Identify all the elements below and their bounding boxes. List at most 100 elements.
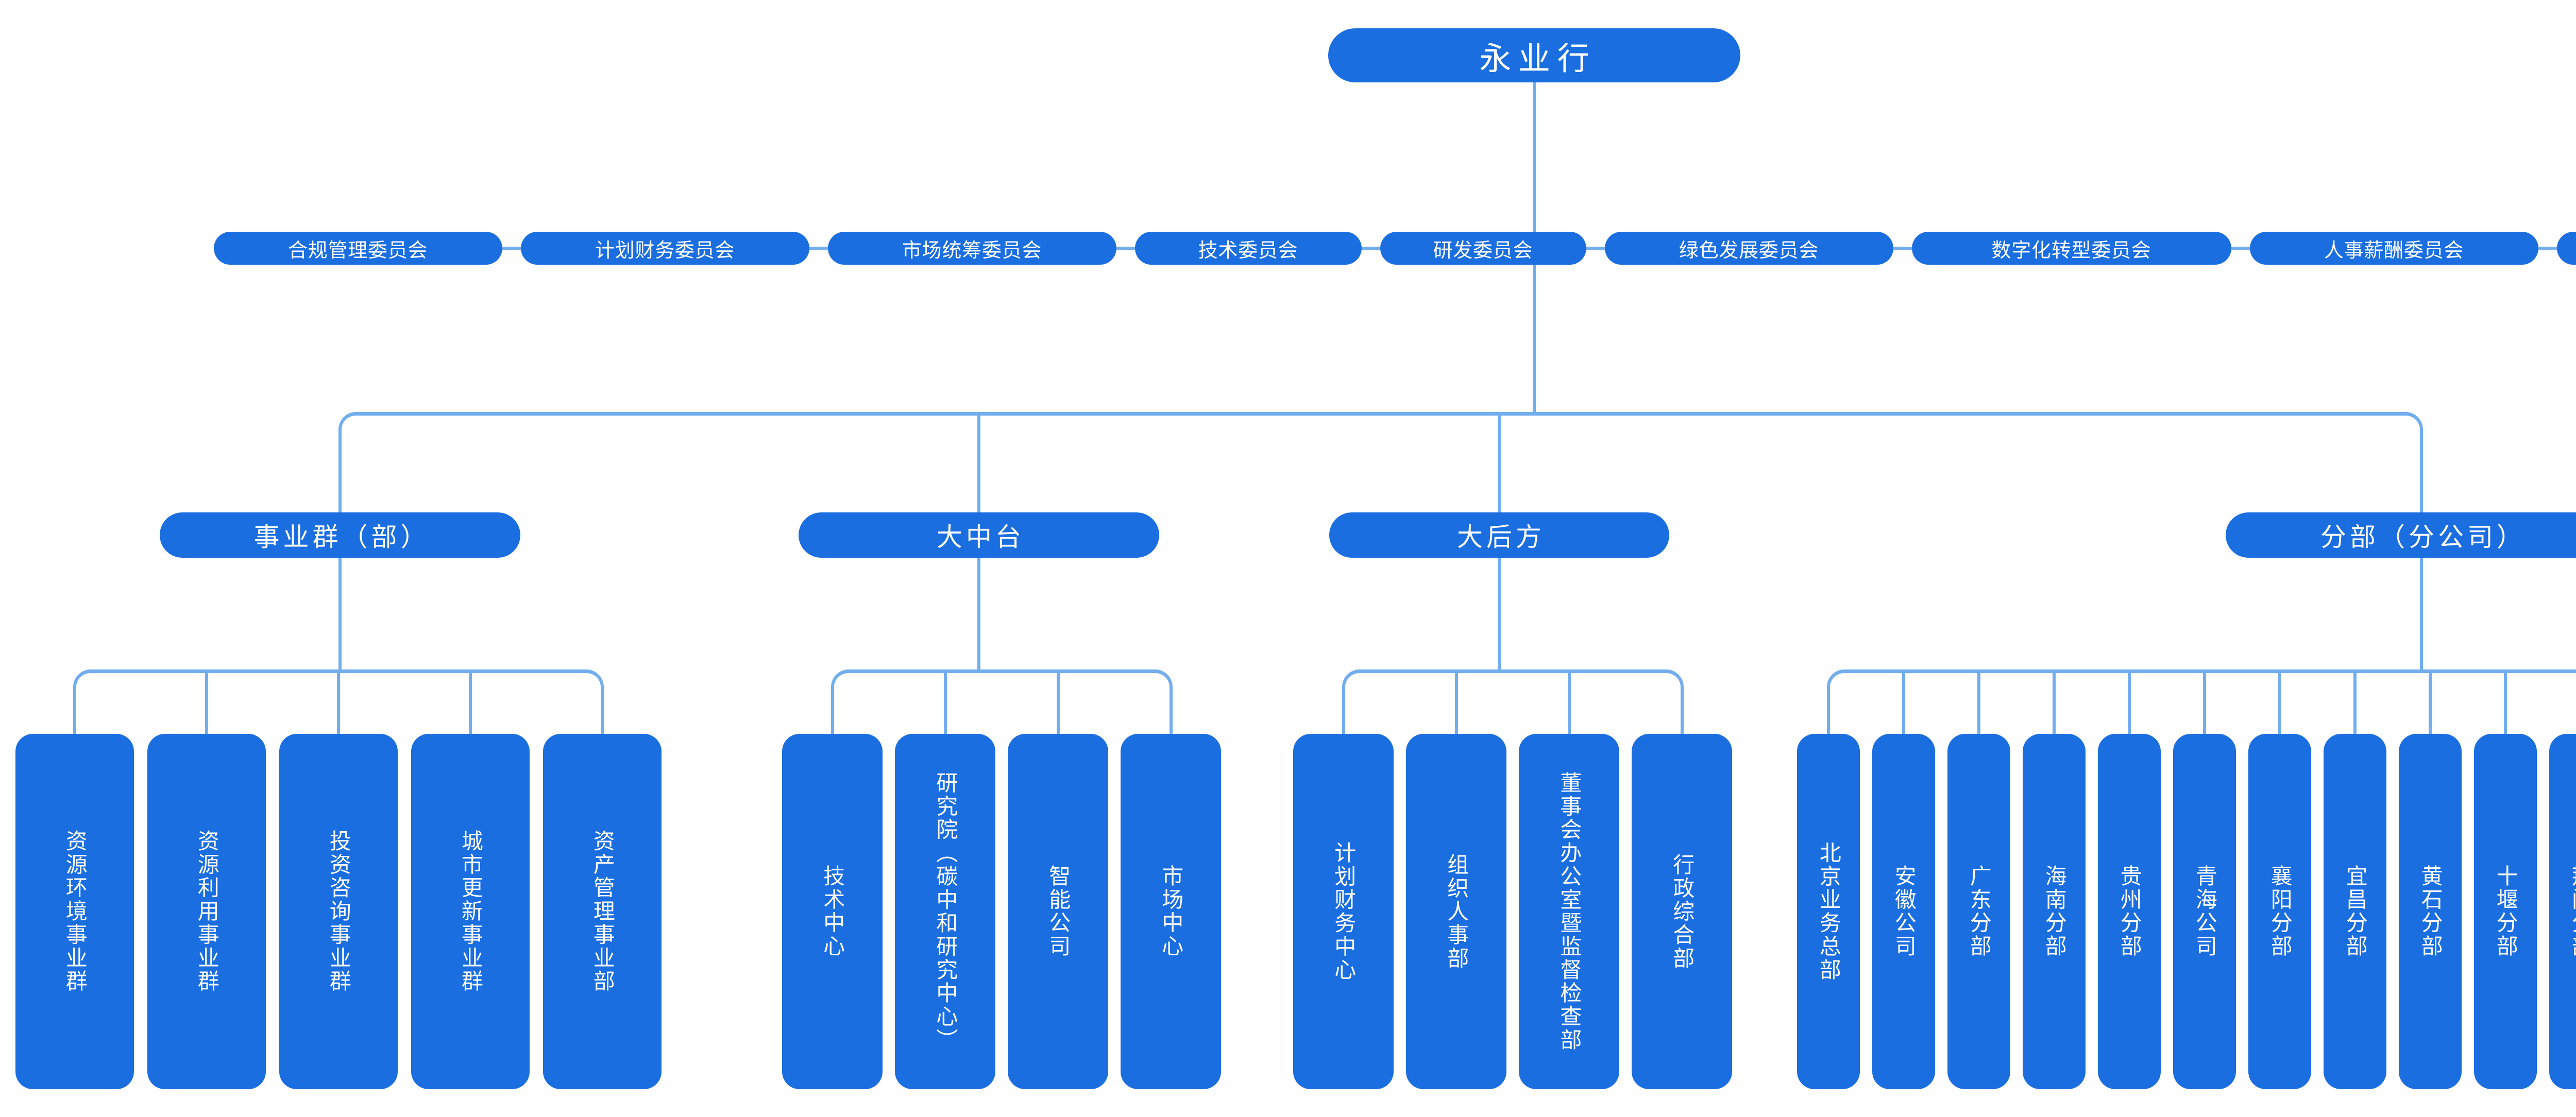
leaf-bus-0-elbow-right bbox=[585, 669, 604, 687]
leaf-node-3-1[interactable]: 安徽公司 bbox=[1872, 734, 1935, 1089]
leaf-bus-0-drop-2 bbox=[337, 669, 340, 734]
leaf-node-0-3[interactable]: 城市更新事业群 bbox=[411, 734, 530, 1089]
leaf-node-3-1-label: 安徽公司 bbox=[1892, 865, 1917, 958]
leaf-bus-3-drop-0 bbox=[1827, 686, 1830, 734]
committee-node-4[interactable]: 研发委员会 bbox=[1380, 232, 1586, 265]
leaf-node-0-4-label: 资产管理事业部 bbox=[590, 830, 615, 993]
leaf-bus-2-elbow-left bbox=[1342, 669, 1361, 687]
leaf-bus-3-drop-2 bbox=[1977, 669, 1980, 734]
root-node[interactable]: 永业行 bbox=[1328, 28, 1740, 82]
leaf-node-3-9[interactable]: 十堰分部 bbox=[2474, 734, 2537, 1089]
committee-node-6[interactable]: 数字化转型委员会 bbox=[1911, 232, 2231, 265]
leaf-bus-3-drop-9 bbox=[2504, 669, 2507, 734]
committee-node-3[interactable]: 技术委员会 bbox=[1134, 232, 1362, 265]
group-bus-drop-0 bbox=[338, 429, 342, 512]
leaf-node-3-6[interactable]: 襄阳分部 bbox=[2248, 734, 2311, 1089]
leaf-node-3-0[interactable]: 北京业务总部 bbox=[1797, 734, 1860, 1089]
leaf-bus-2-drop-1 bbox=[1454, 669, 1458, 734]
leaf-bus-3-drop-7 bbox=[2353, 669, 2357, 734]
leaf-node-3-4[interactable]: 贵州分部 bbox=[2098, 734, 2161, 1089]
leaf-node-1-2-label: 智能公司 bbox=[1046, 865, 1071, 958]
committee-link-1 bbox=[809, 247, 828, 250]
leaf-node-2-2[interactable]: 董事会办公室暨监督检查部 bbox=[1519, 734, 1619, 1089]
group-node-2[interactable]: 大后方 bbox=[1329, 512, 1669, 558]
root-stem bbox=[1533, 82, 1536, 232]
leaf-node-0-0[interactable]: 资源环境事业群 bbox=[15, 734, 134, 1089]
group-node-1-label: 大中台 bbox=[937, 523, 1025, 552]
leaf-node-0-1[interactable]: 资源利用事业群 bbox=[147, 734, 266, 1089]
leaf-node-3-6-label: 襄阳分部 bbox=[2268, 865, 2293, 958]
leaf-node-3-5-label: 青海公司 bbox=[2193, 865, 2217, 958]
leaf-bus-1-elbow-left bbox=[831, 669, 850, 687]
committee-node-8[interactable]: 综合品牌委员会 bbox=[2556, 232, 2576, 265]
leaf-node-2-1[interactable]: 组织人事部 bbox=[1406, 734, 1506, 1089]
leaf-node-2-2-label: 董事会办公室暨监督检查部 bbox=[1557, 771, 1582, 1052]
leaf-node-3-2-label: 广东分部 bbox=[1967, 865, 1992, 958]
group-node-0-label: 事业群（部） bbox=[253, 523, 430, 552]
leaf-node-1-3-label: 市场中心 bbox=[1159, 865, 1183, 958]
leaf-node-2-0-label: 计划财务中心 bbox=[1331, 841, 1356, 982]
committee-node-5[interactable]: 绿色发展委员会 bbox=[1604, 232, 1893, 265]
leaf-node-0-2[interactable]: 投资咨询事业群 bbox=[279, 734, 398, 1089]
committee-node-0[interactable]: 合规管理委员会 bbox=[213, 232, 502, 265]
leaf-bus-0-drop-0 bbox=[73, 686, 76, 734]
group-bus-drop-1 bbox=[977, 412, 980, 512]
leaf-node-3-5[interactable]: 青海公司 bbox=[2173, 734, 2236, 1089]
group-node-0[interactable]: 事业群（部） bbox=[160, 512, 520, 558]
committee-node-5-label: 绿色发展委员会 bbox=[1679, 239, 1819, 262]
group-node-1[interactable]: 大中台 bbox=[799, 512, 1159, 558]
committee-link-0 bbox=[502, 247, 521, 250]
leaf-bus-2-hbar bbox=[1361, 669, 1665, 673]
leaf-node-3-9-label: 十堰分部 bbox=[2494, 865, 2518, 958]
leaf-node-3-10-label: 荆门分部 bbox=[2569, 865, 2576, 958]
leaf-node-2-0[interactable]: 计划财务中心 bbox=[1293, 734, 1394, 1089]
leaf-node-3-3[interactable]: 海南分部 bbox=[2023, 734, 2086, 1089]
committee-link-7 bbox=[2538, 247, 2557, 250]
leaf-bus-3-drop-8 bbox=[2429, 669, 2432, 734]
leaf-node-0-1-label: 资源利用事业群 bbox=[195, 830, 219, 993]
leaf-bus-0-drop-1 bbox=[205, 669, 208, 734]
leaf-node-1-0-label: 技术中心 bbox=[820, 865, 845, 958]
leaf-node-3-3-label: 海南分部 bbox=[2042, 865, 2067, 958]
committee-node-2-label: 市场统筹委员会 bbox=[902, 239, 1042, 262]
committee-link-5 bbox=[1893, 247, 1912, 250]
committee-link-2 bbox=[1116, 247, 1135, 250]
leaf-bus-1-drop-last bbox=[1169, 686, 1173, 734]
leaf-node-1-1[interactable]: 研究院（碳中和研究中心） bbox=[895, 734, 995, 1089]
leaf-node-3-8[interactable]: 黄石分部 bbox=[2399, 734, 2462, 1089]
group-node-3[interactable]: 分部（分公司） bbox=[2226, 512, 2576, 558]
committee-node-4-label: 研发委员会 bbox=[1433, 239, 1533, 262]
leaf-bus-3-drop-1 bbox=[1902, 669, 1905, 734]
leaf-bus-1-drop-2 bbox=[1056, 669, 1060, 734]
leaf-node-0-4[interactable]: 资产管理事业部 bbox=[543, 734, 662, 1089]
leaf-node-3-2[interactable]: 广东分部 bbox=[1947, 734, 2010, 1089]
leaf-bus-2-drop-last bbox=[1680, 686, 1684, 734]
leaf-node-1-3[interactable]: 市场中心 bbox=[1121, 734, 1221, 1089]
committee-node-1-label: 计划财务委员会 bbox=[595, 239, 735, 262]
group-node-3-label: 分部（分公司） bbox=[2320, 523, 2526, 552]
group-bus-elbow-right bbox=[2404, 412, 2423, 429]
committee-node-1[interactable]: 计划财务委员会 bbox=[520, 232, 809, 265]
committee-link-6 bbox=[2231, 247, 2250, 250]
leaf-node-3-7[interactable]: 宜昌分部 bbox=[2324, 734, 2386, 1089]
leaf-bus-2-elbow-right bbox=[1664, 669, 1684, 687]
leaf-bus-3-drop-3 bbox=[2053, 669, 2056, 734]
leaf-bus-2-drop-0 bbox=[1342, 686, 1345, 734]
leaf-bus-3-drop-5 bbox=[2203, 669, 2206, 734]
committee-node-6-label: 数字化转型委员会 bbox=[1991, 239, 2151, 262]
leaf-bus-0-drop-3 bbox=[469, 669, 472, 734]
leaf-bus-0-parent-stub bbox=[338, 558, 342, 672]
root-node-label: 永业行 bbox=[1479, 41, 1597, 77]
leaf-node-1-0[interactable]: 技术中心 bbox=[782, 734, 883, 1089]
leaf-node-2-1-label: 组织人事部 bbox=[1444, 853, 1469, 970]
leaf-node-0-2-label: 投资咨询事业群 bbox=[327, 830, 351, 993]
leaf-bus-1-drop-0 bbox=[831, 686, 834, 734]
leaf-node-1-2[interactable]: 智能公司 bbox=[1008, 734, 1108, 1089]
committee-node-7[interactable]: 人事薪酬委员会 bbox=[2249, 232, 2538, 265]
leaf-node-3-10[interactable]: 荆门分部 bbox=[2549, 734, 2576, 1089]
leaf-node-2-3[interactable]: 行政综合部 bbox=[1632, 734, 1732, 1089]
leaf-bus-3-drop-4 bbox=[2128, 669, 2131, 734]
leaf-node-3-7-label: 宜昌分部 bbox=[2343, 865, 2368, 958]
committee-node-2[interactable]: 市场统筹委员会 bbox=[827, 232, 1116, 265]
committee-node-0-label: 合规管理委员会 bbox=[287, 239, 428, 262]
